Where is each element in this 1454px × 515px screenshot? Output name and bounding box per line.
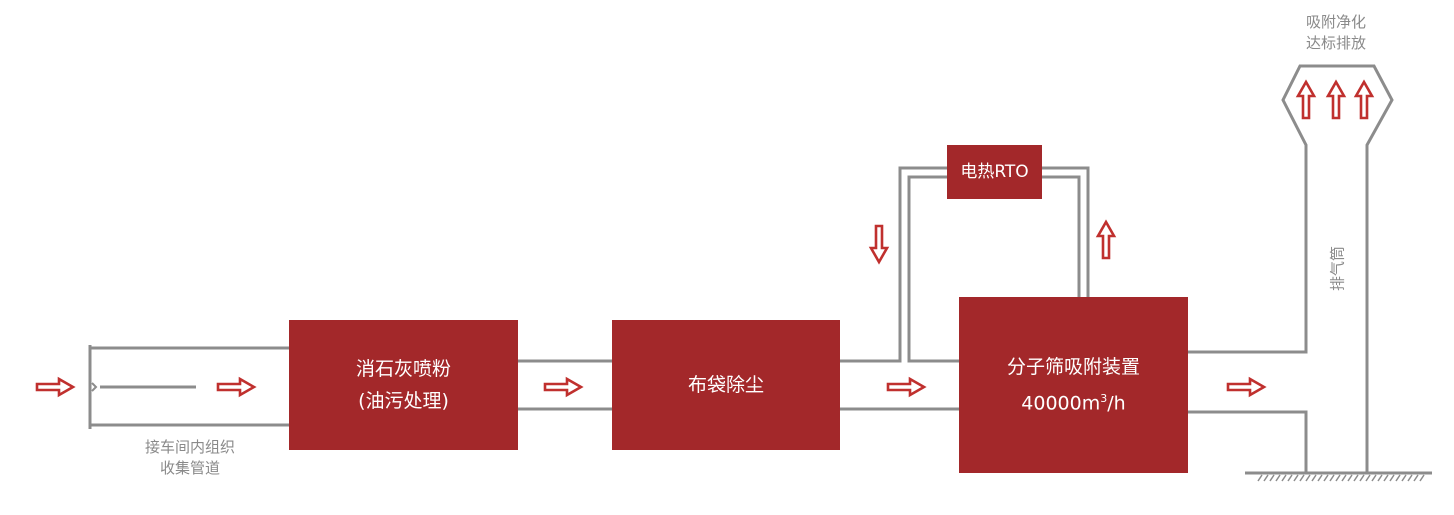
hatch-mark <box>1287 474 1293 482</box>
ground-hatch <box>1257 474 1425 482</box>
hatch-mark <box>1329 474 1335 482</box>
arrow-down-icon <box>869 224 889 264</box>
lime-spray-box: 消石灰喷粉 (油污处理) <box>289 320 518 450</box>
arrow-right-icon <box>886 377 926 397</box>
hatch-mark <box>1257 474 1263 482</box>
hatch-mark <box>1413 474 1419 482</box>
discharge-label: 吸附净化 达标排放 <box>1276 12 1396 54</box>
hatch-mark <box>1317 474 1323 482</box>
capacity-unit: /h <box>1107 392 1126 415</box>
inlet-label-line1: 接车间内组织 <box>144 438 235 456</box>
hatch-mark <box>1419 474 1425 482</box>
hatch-mark <box>1311 474 1317 482</box>
arrow-right-icon <box>1226 377 1266 397</box>
arrow-right-icon <box>543 377 583 397</box>
bag-filter-title: 布袋除尘 <box>687 374 764 396</box>
hatch-mark <box>1389 474 1395 482</box>
lime-spray-subtitle: (油污处理) <box>358 390 449 412</box>
hatch-mark <box>1383 474 1389 482</box>
capacity-value: 40000m <box>1021 392 1101 415</box>
rto-box: 电热RTO <box>947 145 1042 199</box>
hatch-mark <box>1335 474 1341 482</box>
pipes <box>88 64 1432 475</box>
hatch-mark <box>1299 474 1305 482</box>
hatch-mark <box>1371 474 1377 482</box>
hatch-mark <box>1323 474 1329 482</box>
inlet-label-line2: 收集管道 <box>159 459 220 477</box>
molecular-sieve-title: 分子筛吸附装置 <box>1006 355 1140 378</box>
discharge-label-line2: 达标排放 <box>1305 34 1366 52</box>
hatch-mark <box>1263 474 1269 482</box>
arrow-right-icon <box>35 377 75 397</box>
capacity-exponent: 3 <box>1100 391 1108 405</box>
hatch-mark <box>1281 474 1287 482</box>
hatch-mark <box>1269 474 1275 482</box>
hatch-mark <box>1377 474 1383 482</box>
discharge-label-line1: 吸附净化 <box>1305 13 1366 31</box>
arrow-up-icon <box>1296 80 1316 120</box>
arrow-right-icon <box>216 377 256 397</box>
hatch-mark <box>1395 474 1401 482</box>
inlet-label: 接车间内组织 收集管道 <box>120 437 260 479</box>
lime-spray-title: 消石灰喷粉 <box>355 358 451 380</box>
hatch-mark <box>1401 474 1407 482</box>
hatch-mark <box>1305 474 1311 482</box>
rto-title: 电热RTO <box>960 162 1029 182</box>
arrow-up-icon <box>1096 220 1116 260</box>
hatch-mark <box>1359 474 1365 482</box>
arrow-up-icon <box>1326 80 1346 120</box>
arrow-up-icon <box>1354 80 1374 120</box>
hatch-mark <box>1275 474 1281 482</box>
hatch-mark <box>1365 474 1371 482</box>
hatch-mark <box>1347 474 1353 482</box>
molecular-sieve-capacity: 40000m3/h <box>1021 383 1125 419</box>
hatch-mark <box>1341 474 1347 482</box>
stack-label: 排气筒 <box>1328 246 1347 292</box>
molecular-sieve-box: 分子筛吸附装置 40000m3/h <box>959 297 1188 473</box>
hatch-mark <box>1407 474 1413 482</box>
bag-filter-box: 布袋除尘 <box>612 320 840 450</box>
hatch-mark <box>1353 474 1359 482</box>
hatch-mark <box>1293 474 1299 482</box>
